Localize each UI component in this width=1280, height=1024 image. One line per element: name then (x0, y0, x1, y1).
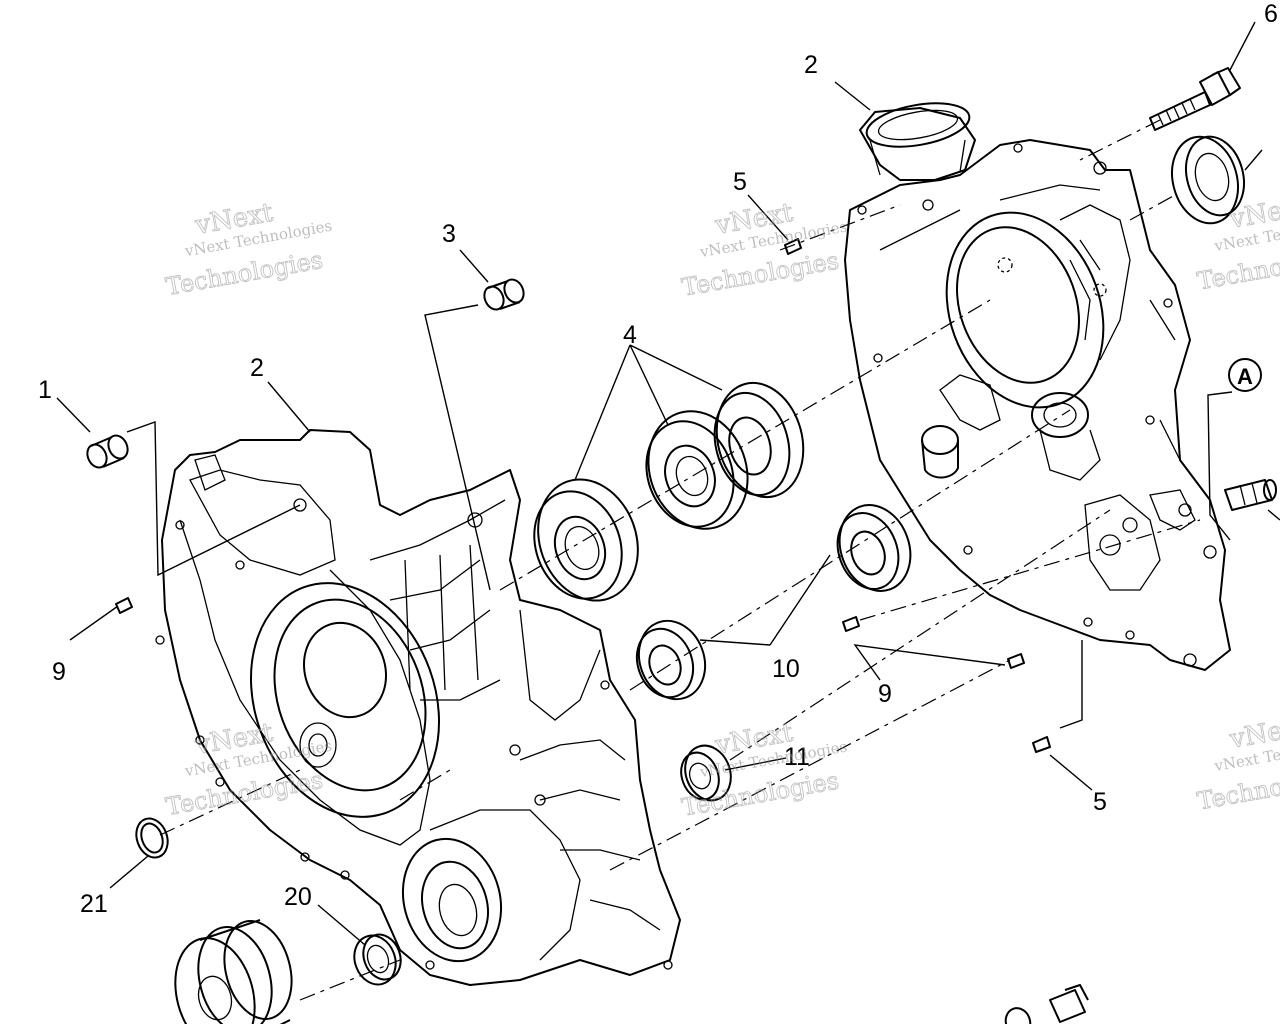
callout-6: 6 (1264, 0, 1278, 28)
washer-lower-right (1004, 1007, 1032, 1024)
o-ring-part-21 (135, 817, 169, 859)
watermark-lower-right: vNext vNext Technologies Technologies (1195, 711, 1280, 816)
callout-5-upper: 5 (733, 168, 747, 196)
main-bearing-part-4b (645, 410, 749, 530)
callout-9-right: 9 (878, 680, 892, 708)
assembly-center-lines (159, 119, 1201, 1001)
main-bearing-part-4a (533, 478, 639, 602)
oil-seal-part-20 (353, 933, 402, 986)
callout-labels: 1 2 3 4 2 5 6 9 10 9 5 11 20 21 A (38, 0, 1278, 918)
dowel-pin-part-9-left (115, 597, 133, 614)
callout-3: 3 (442, 220, 456, 248)
callout-20: 20 (284, 883, 312, 911)
oil-seal-upper-right (1171, 135, 1245, 225)
dowel-pin-part-9-right-a (842, 616, 860, 632)
watermark-lower-left: vNext vNext Technologies Technologies (163, 717, 333, 821)
dowel-part-5-upper (784, 238, 802, 255)
bushing-part-1 (86, 434, 129, 469)
callout-10: 10 (772, 655, 800, 683)
bearing-part-10b (635, 619, 707, 701)
right-crankcase-half (844, 102, 1231, 671)
dowel-pin-part-9-right-b (1007, 653, 1025, 669)
small-bearing-part-11 (680, 744, 732, 802)
callout-2-right: 2 (804, 51, 818, 79)
callout-9-left: 9 (52, 658, 66, 686)
watermark-lower-center: vNext vNext Technologies Technologies (679, 717, 848, 822)
watermark-upper-center: vNext vNext Technologies Technologies (679, 197, 848, 302)
main-bearing-part-4c (713, 381, 805, 499)
callout-11: 11 (784, 743, 810, 771)
bolt-lower-right (1049, 984, 1089, 1023)
callout-A: A (1237, 364, 1253, 389)
callout-4: 4 (623, 321, 637, 349)
dowel-sleeve-part-3 (483, 278, 525, 311)
bearing-part-10a (836, 504, 912, 592)
leader-lines (56, 21, 1280, 946)
watermark-upper-left: vNext vNext Technologies Technologies (163, 197, 333, 301)
drive-pulley-lower-left (174, 919, 293, 1024)
breather-fitting (1224, 479, 1277, 511)
callout-1: 1 (38, 376, 52, 404)
callout-2-left: 2 (250, 354, 264, 382)
left-crankcase-half (155, 429, 681, 986)
callout-5-lower: 5 (1093, 788, 1107, 816)
bolt-part-6 (1149, 67, 1241, 131)
watermark-upper-right: vNext vNext Technologies Technologies (1195, 191, 1280, 296)
callout-A-marker: A (1228, 358, 1262, 392)
dowel-part-5-lower (1032, 736, 1051, 753)
callout-21: 21 (80, 890, 108, 918)
